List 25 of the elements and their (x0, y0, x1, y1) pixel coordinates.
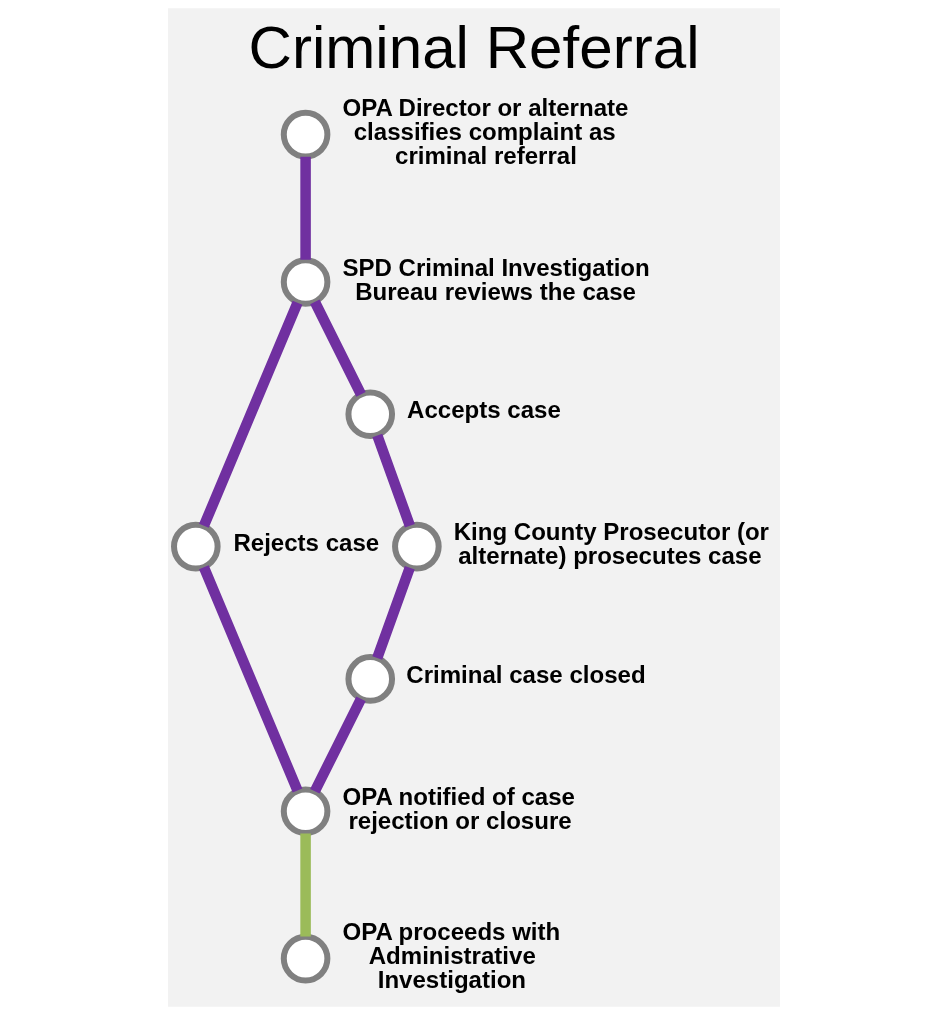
connector (199, 300, 303, 528)
node-circle (280, 109, 331, 160)
node-circle (345, 389, 396, 440)
node-circle (280, 933, 331, 984)
node-circle (280, 257, 331, 307)
node-label: SPD Criminal Investigation Bureau reviews the case (342, 253, 650, 305)
node-label: OPA proceeds with Administrative Investigation (342, 918, 561, 994)
diagram-title: Criminal Referral (248, 14, 700, 82)
node-label: Accepts case (407, 396, 561, 424)
connector (310, 696, 366, 794)
node-circle (171, 521, 221, 572)
connector (310, 299, 366, 397)
node-label: Rejects case (233, 528, 380, 556)
connector (300, 156, 311, 260)
node-label: Criminal case closed (406, 661, 646, 689)
node-circle (392, 521, 442, 572)
node-label: OPA notified of case rejection or closure (342, 782, 575, 834)
connector (372, 565, 415, 660)
connector (199, 565, 303, 793)
node-circle (280, 786, 331, 837)
node-label: King County Prosecutor (or alternate) prosecutes case (453, 518, 769, 570)
node-label: OPA Director or alternate classifies complaint as criminal referral (342, 94, 629, 170)
connector (300, 833, 311, 937)
connector (372, 433, 415, 528)
node-circle (345, 654, 396, 704)
